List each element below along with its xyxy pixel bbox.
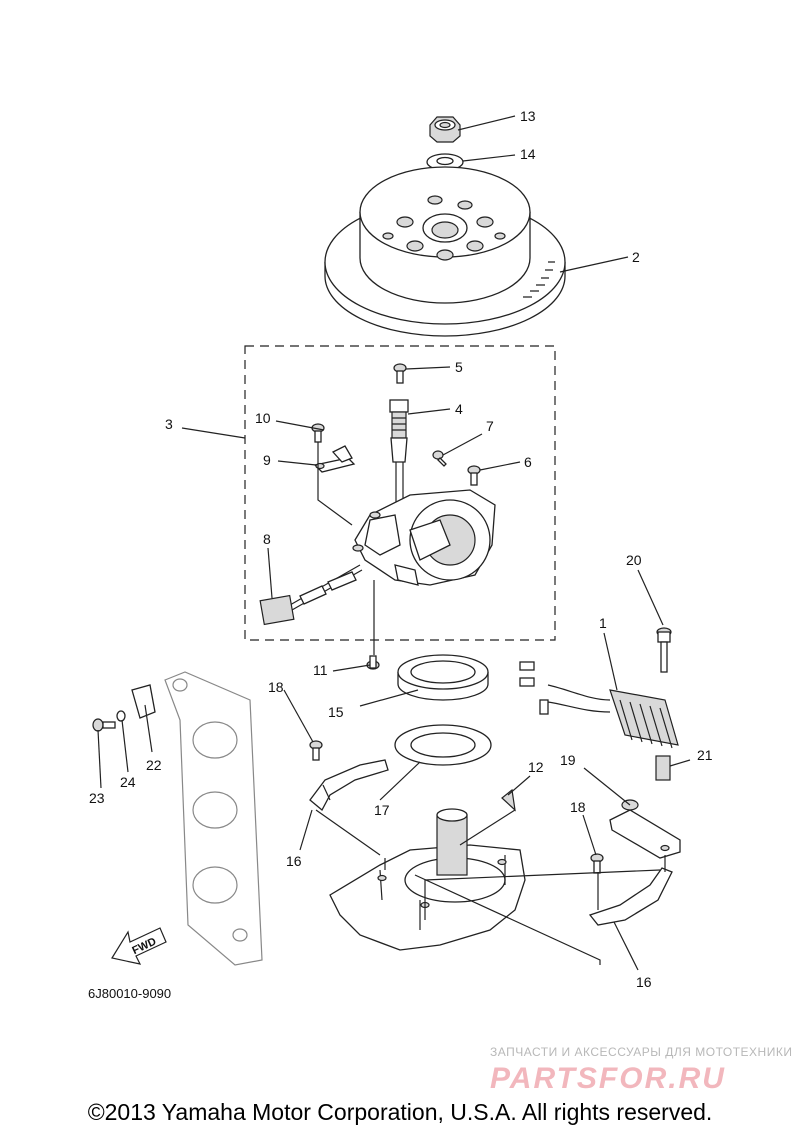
callout-4: 4 — [455, 401, 463, 417]
watermark-tagline: ЗАПЧАСТИ И АКСЕССУАРЫ ДЛЯ МОТОТЕХНИКИ — [490, 1045, 792, 1059]
part-6-screw — [467, 465, 481, 486]
watermark: ЗАПЧАСТИ И АКСЕССУАРЫ ДЛЯ МОТОТЕХНИКИ PA… — [490, 1045, 792, 1095]
part-17-gasket — [394, 724, 492, 766]
part-1-cdi-unit — [519, 661, 679, 749]
callout-8: 8 — [263, 531, 271, 547]
part-14-washer — [426, 153, 464, 171]
callout-2: 2 — [632, 249, 640, 265]
callout-5: 5 — [455, 359, 463, 375]
callout-21: 21 — [697, 747, 713, 763]
callout-23: 23 — [89, 790, 105, 806]
part-22-bracket — [131, 684, 156, 719]
part-5-screw — [393, 363, 407, 384]
watermark-logo: PARTSFOR.RU — [490, 1062, 726, 1095]
part-24-washer — [116, 710, 126, 722]
callout-17: 17 — [374, 802, 390, 818]
callout-3: 3 — [165, 416, 173, 432]
part-3-assembly-box — [244, 345, 556, 641]
callout-12: 12 — [528, 759, 544, 775]
callout-24: 24 — [120, 774, 136, 790]
part-10-screw — [311, 423, 325, 443]
callout-19: 19 — [560, 752, 576, 768]
callout-15: 15 — [328, 704, 344, 720]
callout-6: 6 — [524, 454, 532, 470]
powerhead-housing — [329, 808, 526, 951]
fwd-label: FWD — [130, 936, 158, 957]
part-23-screw — [92, 718, 116, 732]
diagram-part-code: 6J80010-9090 — [88, 986, 171, 1001]
callout-20: 20 — [626, 552, 642, 568]
part-13-nut — [429, 116, 461, 143]
part-4-pulser-coil — [389, 399, 409, 510]
callout-22: 22 — [146, 757, 162, 773]
part-8-lead-wire — [259, 564, 363, 626]
callout-10: 10 — [255, 410, 271, 426]
fwd-arrow-icon: FWD — [111, 927, 167, 965]
copyright-notice: ©2013 Yamaha Motor Corporation, U.S.A. A… — [87, 1099, 713, 1125]
part-2-flywheel — [324, 166, 566, 337]
part-16-clamp-right — [588, 867, 673, 926]
part-21-collar — [655, 755, 671, 781]
callout-7: 7 — [486, 418, 494, 434]
callout-11: 11 — [313, 662, 328, 678]
part-18-screw-left — [309, 740, 323, 761]
callout-18-right: 18 — [570, 799, 586, 815]
part-12-woodruff-key — [501, 788, 516, 812]
part-16-clamp-left — [309, 759, 389, 812]
part-9-bracket — [313, 445, 356, 473]
part-11-screw — [366, 655, 380, 670]
part-19-bracket — [609, 799, 681, 859]
callout-1: 1 — [599, 615, 607, 631]
callout-16-right: 16 — [636, 974, 652, 990]
callout-labels: 13 14 2 5 4 10 7 3 9 6 8 20 1 11 18 15 2… — [89, 108, 713, 990]
callout-18-left: 18 — [268, 679, 284, 695]
callout-9: 9 — [263, 452, 271, 468]
leader-lines — [97, 115, 691, 971]
part-7-screw — [432, 450, 447, 467]
callout-14: 14 — [520, 146, 536, 162]
callout-16-left: 16 — [286, 853, 302, 869]
assembly-guide-lines — [315, 442, 666, 965]
manifold-cover — [164, 671, 263, 966]
callout-13: 13 — [520, 108, 536, 124]
part-15-collar — [397, 654, 489, 701]
part-18-screw-right — [590, 853, 604, 874]
stator-base-plate — [352, 489, 496, 586]
part-20-bolt — [656, 627, 672, 673]
